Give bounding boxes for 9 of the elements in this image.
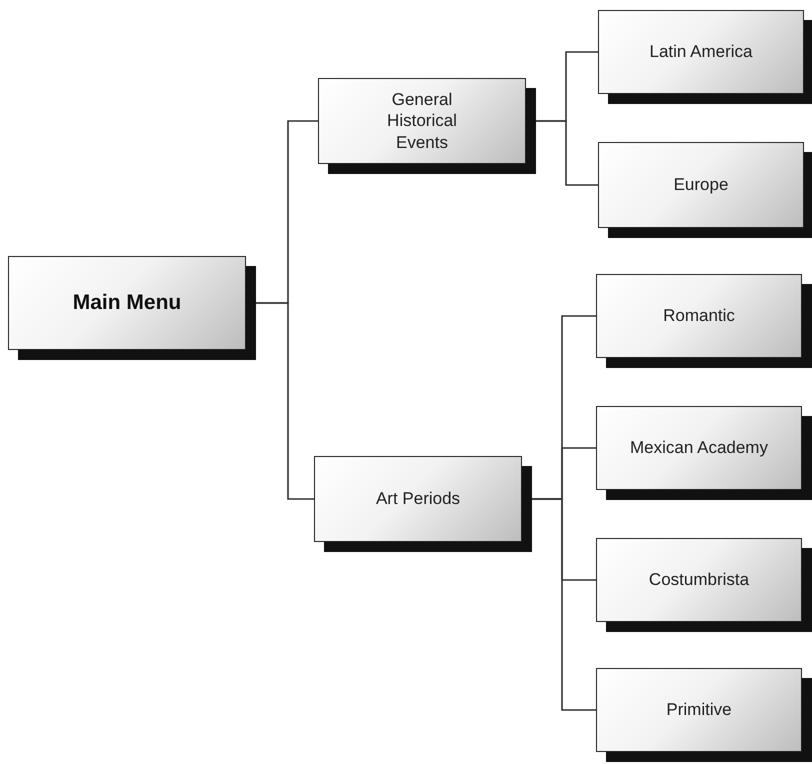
box-label: Art Periods	[374, 488, 462, 510]
box-label: Main Menu	[72, 290, 182, 316]
box-label: Costumbrista	[648, 569, 750, 591]
box-label: General Historical Events	[386, 89, 458, 153]
box-label: Europe	[672, 174, 730, 196]
box-label: Primitive	[665, 699, 733, 721]
box-label: Mexican Academy	[629, 437, 769, 459]
box-label: Latin America	[648, 41, 754, 63]
box-label: Romantic	[662, 305, 736, 327]
